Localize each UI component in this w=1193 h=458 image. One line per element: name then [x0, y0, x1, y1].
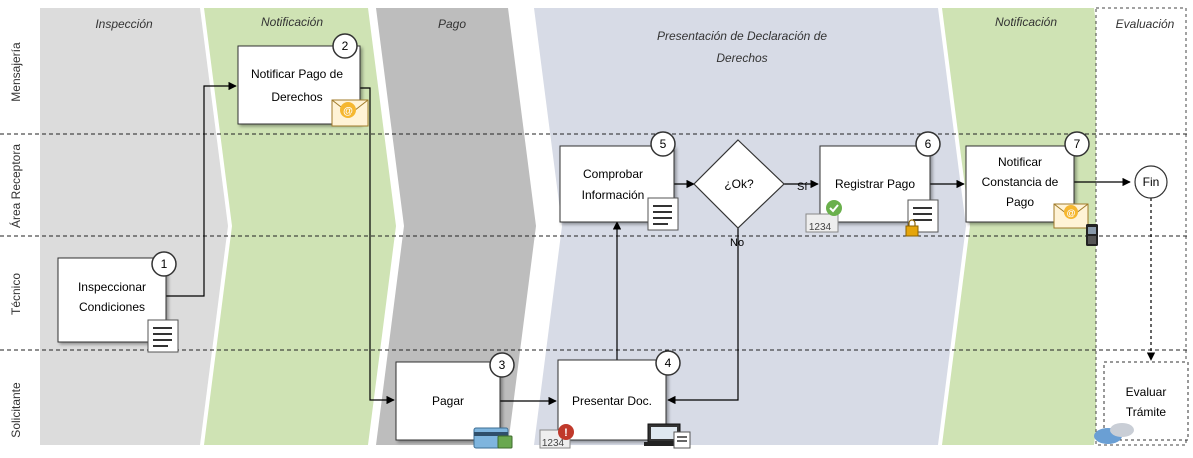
task-presentar-doc[interactable]: Presentar Doc. 4 1234 !	[539, 350, 691, 449]
task-4-number-badge	[655, 350, 681, 376]
phase-label-notificacion-2: Notificación	[995, 15, 1057, 29]
document-icon	[147, 319, 179, 353]
phase-band-notificacion-2	[942, 8, 1122, 445]
email-icon: @	[1053, 203, 1089, 229]
task-5-number-badge	[650, 131, 676, 157]
task-4-code: 1234	[542, 438, 565, 449]
decision-label: ¿Ok?	[724, 177, 754, 191]
phase-label-presentacion-line1: Presentación de Declaración de	[657, 29, 827, 43]
task-comprobar-informacion[interactable]: Comprobar Información 5	[559, 131, 679, 231]
end-event-fin[interactable]: Fin	[1134, 165, 1168, 199]
task-3-label: Pagar	[432, 394, 464, 408]
task-2-line2: Derechos	[271, 90, 322, 104]
decision-yes-label: Sí	[797, 181, 807, 193]
task-4-number: 4	[665, 356, 672, 370]
lane-label-mensajeria: Mensajería	[9, 42, 23, 102]
code-warning-icon: 1234 !	[539, 424, 574, 449]
task-8-line1: Evaluar	[1126, 385, 1167, 399]
task-7-line1: Notificar	[998, 155, 1042, 169]
task-8-line2: Trámite	[1126, 405, 1167, 419]
svg-text:@: @	[343, 106, 353, 117]
task-6-number: 6	[925, 137, 932, 151]
laptop-icon	[644, 423, 691, 449]
task-6-label: Registrar Pago	[835, 177, 915, 191]
task-1-number: 1	[161, 257, 168, 271]
decision-ok[interactable]: ¿Ok?	[693, 139, 785, 229]
phase-label-inspeccion: Inspección	[95, 17, 153, 31]
svg-text:!: !	[564, 427, 568, 439]
connector-1-to-2	[166, 81, 237, 297]
task-7-number: 7	[1074, 137, 1081, 151]
phase-band-pago	[376, 8, 536, 445]
locked-document-icon	[905, 199, 939, 237]
task-5-line1: Comprobar	[583, 167, 643, 181]
lane-label-tecnico: Técnico	[9, 273, 23, 315]
phase-label-evaluacion: Evaluación	[1116, 17, 1175, 31]
task-inspeccionar-condiciones[interactable]: Inspeccionar Condiciones 1	[57, 251, 179, 353]
end-label: Fin	[1143, 175, 1160, 189]
code-check-icon: 1234	[805, 200, 842, 233]
document-icon	[647, 197, 679, 231]
decision-no-label: No	[730, 237, 744, 249]
phase-band-presentacion	[534, 8, 966, 445]
task-6-code: 1234	[809, 222, 832, 233]
connector-decision-no	[667, 228, 739, 405]
phase-label-presentacion-line2: Derechos	[716, 51, 767, 65]
task-evaluar-tramite[interactable]: Evaluar Trámite	[1094, 361, 1189, 444]
task-1-line2: Condiciones	[79, 300, 145, 314]
phase-label-pago: Pago	[438, 17, 466, 31]
task-2-number-badge	[332, 33, 358, 59]
chat-bubbles-icon	[1094, 423, 1134, 444]
lane-label-area-receptora: Área Receptora	[8, 144, 23, 228]
task-1-line1: Inspeccionar	[78, 280, 146, 294]
task-2-line1: Notificar Pago de	[251, 67, 343, 81]
lane-label-solicitante: Solicitante	[9, 382, 23, 438]
phase-label-notificacion-1: Notificación	[261, 15, 323, 29]
task-2-number: 2	[342, 39, 349, 53]
task-6-number-badge	[915, 131, 941, 157]
svg-text:@: @	[1067, 208, 1076, 218]
task-notificar-pago-derechos[interactable]: Notificar Pago de Derechos 2 @	[237, 33, 369, 127]
task-7-line2: Constancia de	[982, 175, 1059, 189]
credit-card-icon	[473, 427, 513, 449]
task-1-number-badge	[151, 251, 177, 277]
task-3-number-badge	[489, 352, 515, 378]
task-7-line3: Pago	[1006, 195, 1034, 209]
task-notificar-constancia-pago[interactable]: Notificar Constancia de Pago 7 @	[965, 131, 1098, 246]
task-3-number: 3	[499, 358, 506, 372]
task-pagar[interactable]: Pagar 3	[395, 352, 515, 449]
email-icon: @	[331, 99, 369, 127]
phase-band-inspeccion	[40, 8, 228, 445]
task-5-number: 5	[660, 137, 667, 151]
mobile-phone-icon	[1086, 224, 1098, 246]
task-7-number-badge	[1064, 131, 1090, 157]
task-4-label: Presentar Doc.	[572, 394, 652, 408]
task-5-line2: Información	[582, 188, 645, 202]
task-registrar-pago[interactable]: Registrar Pago 6 1234	[805, 131, 941, 237]
connector-2-to-3	[360, 87, 395, 405]
